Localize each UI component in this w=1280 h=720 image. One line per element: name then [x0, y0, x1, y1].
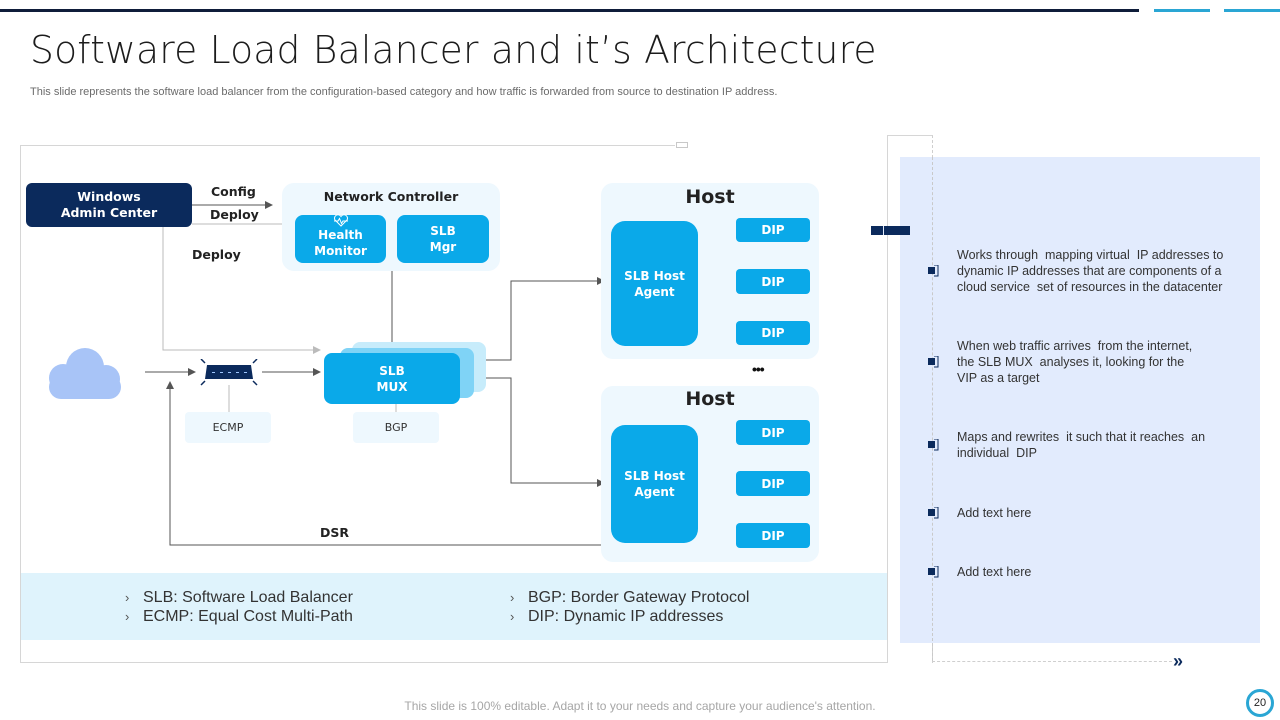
slb-mgr-node: SLB Mgr: [397, 215, 489, 263]
deploy-mux-arrow: [162, 227, 321, 354]
diagram-frame-top: [20, 145, 675, 146]
slb-host-agent-node: SLB Host Agent: [611, 221, 698, 346]
host-title: Host: [685, 388, 735, 410]
note-line: Add text here: [957, 565, 1032, 579]
health-monitor-node: Health Monitor: [295, 215, 386, 263]
notes-panel: [900, 157, 1260, 643]
dash-marker: [871, 226, 910, 235]
dip-node: DIP: [736, 321, 810, 345]
slb-mux-line1: SLB: [379, 363, 405, 378]
legend-item: › SLB: Software Load Balancer: [125, 589, 353, 607]
note-line: When web traffic arrives from the intern…: [957, 339, 1193, 353]
note-line: Maps and rewrites it such that it reache…: [957, 430, 1206, 444]
slb-mux-node: SLB MUX: [324, 353, 460, 404]
config-label: Config: [211, 184, 256, 199]
chevron-right-icon: ›: [510, 609, 515, 624]
note-line: individual DIP: [957, 446, 1037, 460]
agent-line2: Agent: [634, 485, 675, 499]
mux-host2-arrow: [486, 377, 605, 487]
chevron-right-icon: ›: [125, 590, 130, 605]
bullet-square-icon: [928, 265, 939, 277]
dip-node: DIP: [736, 523, 810, 548]
note-line: dynamic IP addresses that are components…: [957, 264, 1222, 278]
legend-text: BGP: Border Gateway Protocol: [528, 589, 750, 606]
frame-handle: [676, 142, 688, 148]
mux-host1-arrow: [486, 277, 605, 361]
windows-admin-center-node: Windows Admin Center: [26, 183, 192, 227]
footer-text: This slide is 100% editable. Adapt it to…: [404, 699, 876, 713]
admin-center-line2: Admin Center: [60, 205, 158, 220]
note-item: When web traffic arrives from the intern…: [957, 338, 1192, 386]
health-monitor-line2: Monitor: [314, 244, 367, 258]
agent-line2: Agent: [634, 284, 675, 299]
bullet-square-icon: [928, 356, 939, 368]
notes-dashed-bottom: [932, 661, 1172, 662]
chevron-right-icon: ›: [125, 609, 130, 624]
router-icon: [200, 359, 258, 386]
chevron-right-icon: ›: [510, 590, 515, 605]
legend-box: [21, 573, 887, 640]
host-title: Host: [685, 186, 735, 208]
note-line: Add text here: [957, 506, 1032, 520]
cloud-icon: [49, 348, 121, 399]
legend-text: ECMP: Equal Cost Multi-Path: [143, 608, 353, 625]
deploy-side-label: Deploy: [192, 247, 241, 262]
top-bar-accent: [1224, 9, 1280, 12]
dsr-return-arrow: [166, 381, 736, 546]
dip-node: DIP: [736, 471, 810, 496]
ecmp-tag: ECMP: [185, 412, 271, 443]
slide-subtitle: This slide represents the software load …: [30, 86, 778, 98]
note-item: Add text here: [957, 505, 1031, 521]
note-line: cloud service set of resources in the da…: [957, 280, 1223, 294]
dsr-label: DSR: [320, 525, 350, 540]
bgp-tag: BGP: [353, 412, 439, 443]
network-controller-title: Network Controller: [323, 189, 459, 204]
note-item: Maps and rewrites it such that it reache…: [957, 429, 1205, 461]
dip-node: DIP: [736, 269, 810, 294]
agent-line1: SLB Host: [624, 268, 685, 283]
dip-node: DIP: [736, 420, 810, 445]
note-line: Works through mapping virtual IP address…: [957, 248, 1224, 262]
slb-mux-line2: MUX: [376, 379, 408, 394]
top-bar: [0, 9, 1139, 12]
note-line: VIP as a target: [957, 371, 1040, 385]
top-bar-accent: [1154, 9, 1210, 12]
bullet-square-icon: [928, 507, 939, 519]
note-line: the SLB MUX analyses it, looking for the: [957, 355, 1185, 369]
double-chevron-icon: »: [1173, 651, 1184, 671]
bullet-square-icon: [928, 566, 939, 578]
legend-item: › ECMP: Equal Cost Multi-Path: [125, 608, 353, 626]
slb-mgr-line1: SLB: [430, 224, 456, 238]
health-monitor-line1: Health: [318, 228, 363, 242]
more-hosts-ellipsis: •••: [752, 361, 765, 377]
slb-mgr-line2: Mgr: [429, 240, 457, 254]
legend-text: SLB: Software Load Balancer: [143, 589, 353, 606]
note-item: Add text here: [957, 564, 1031, 580]
dip-node: DIP: [736, 218, 810, 242]
legend-text: DIP: Dynamic IP addresses: [528, 608, 724, 625]
admin-center-line1: Windows: [77, 189, 141, 204]
deploy-label: Deploy: [210, 207, 259, 222]
legend-item: › DIP: Dynamic IP addresses: [510, 608, 723, 626]
heart-pulse-icon: [334, 214, 348, 227]
agent-line1: SLB Host: [624, 469, 685, 483]
slb-host-agent-node: SLB Host Agent: [611, 425, 698, 543]
slide-title: Software Load Balancer and it’s Architec…: [30, 28, 877, 72]
legend-item: › BGP: Border Gateway Protocol: [510, 589, 749, 607]
bullet-square-icon: [928, 439, 939, 451]
page-number: 20: [1246, 689, 1274, 717]
note-item: Works through mapping virtual IP address…: [957, 247, 1223, 295]
notes-dashed-line: [932, 157, 933, 661]
